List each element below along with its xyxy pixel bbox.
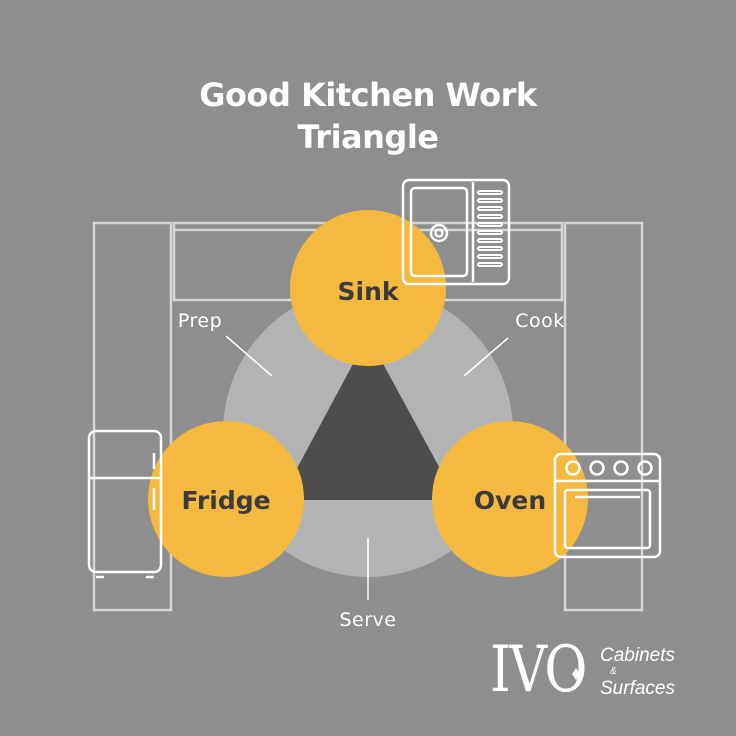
fridge-icon [87, 429, 163, 579]
brand-word-cabinets: Cabinets [600, 645, 675, 666]
sink-icon [401, 178, 511, 286]
brand-ampersand: & [610, 666, 617, 677]
oven-icon [553, 452, 662, 559]
prep-label: Prep [178, 310, 222, 332]
right-cabinet-run [563, 221, 644, 612]
serve-label: Serve [340, 609, 397, 631]
logo-diamond [572, 668, 580, 680]
fridge-circle [148, 421, 304, 577]
sink-circle [290, 210, 446, 366]
cook-leader-line [463, 337, 509, 377]
brand-word-surfaces: Surfaces [600, 678, 675, 699]
sink-label: Sink [338, 277, 400, 306]
brand-logo-words: Cabinets & Surfaces [600, 645, 675, 699]
prep-leader-line [225, 335, 273, 377]
oven-circle [432, 421, 588, 577]
cook-label: Cook [515, 310, 565, 332]
zone-leader-lines [225, 335, 509, 600]
page-title-line-2: Triangle [297, 118, 439, 156]
work-triangle [280, 336, 457, 500]
oven-label: Oven [474, 486, 546, 515]
fridge-label: Fridge [181, 486, 270, 515]
brand-logo-mark: IVO [490, 633, 587, 707]
page-title-line-1: Good Kitchen Work [199, 76, 537, 114]
left-cabinet-run [92, 221, 173, 612]
